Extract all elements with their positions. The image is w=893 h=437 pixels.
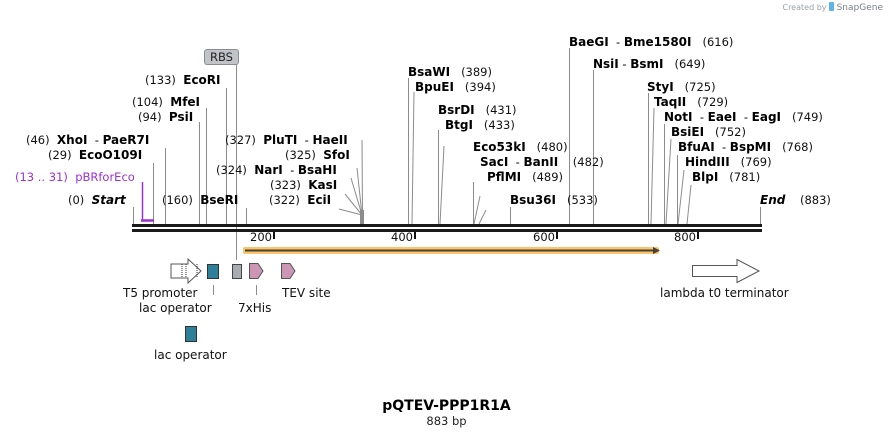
snapgene-logo-icon [829,2,835,11]
snapgene-credit: Created by SnapGene [782,2,883,13]
feature-lac-operator-2[interactable]: lac operator [154,348,227,362]
site-bsiei[interactable]: BsiEI (752) [671,125,746,139]
site-taqii[interactable]: TaqII (729) [654,95,729,109]
terminator-arrow [692,258,761,284]
site-xhoi[interactable]: (46) XhoI - PaeR7I [26,133,150,147]
site-btgi[interactable]: BtgI (433) [445,118,515,132]
feature-t5-promoter[interactable]: T5 promoter [123,286,198,300]
site-blpi[interactable]: BlpI (781) [692,170,761,184]
site-psii[interactable]: (94) PsiI [138,110,194,124]
credit-prefix: Created by [782,3,827,12]
site-ecii[interactable]: (322) EciI [269,193,332,207]
feature-7xhis[interactable]: 7xHis [238,301,272,315]
site-sfoi[interactable]: (325) SfoI [285,148,350,162]
site-pluti[interactable]: (327) PluTI - HaeII [225,133,348,147]
site-bseri[interactable]: (160) BseRI [162,193,239,207]
site-start: (0) Start [68,193,126,207]
tick-600: 600 [533,230,555,244]
feature-tev-site[interactable]: TEV site [282,286,331,300]
plasmid-name: pQTEV-PPP1R1A [382,398,511,414]
site-mfei[interactable]: (104) MfeI [132,95,201,109]
site-bsawi[interactable]: BsaWI (389) [408,65,492,79]
site-lines-right [408,48,761,225]
site-styi[interactable]: StyI (725) [647,80,716,94]
site-pflmi[interactable]: PflMI (489) [487,170,564,184]
feature-lac-operator[interactable]: lac operator [139,301,212,315]
site-bsrdi[interactable]: BsrDI (431) [438,103,517,117]
site-bfuai[interactable]: BfuAI - BspMI (768) [678,140,813,154]
site-ecori[interactable]: (133) EcoRI [145,73,221,87]
rbs-label[interactable]: RBS [204,49,239,65]
tick-800: 800 [674,230,696,244]
site-saci[interactable]: SacI - BanII (482) [480,155,604,169]
tick-200: 200 [250,230,272,244]
site-baegi[interactable]: BaeGI - Bme1580I (616) [569,35,734,49]
site-kasi[interactable]: (323) KasI [270,178,338,192]
site-nsii[interactable]: NsiI - BsmI (649) [593,57,706,71]
site-end: End (883) [760,193,831,207]
site-bsu36i[interactable]: Bsu36I (533) [510,193,598,207]
site-bpuei[interactable]: BpuEI (394) [415,80,496,94]
site-ecoo109i[interactable]: (29) EcoO109I [48,148,143,162]
site-nari[interactable]: (324) NarI - BsaHI [216,163,337,177]
site-eco53ki[interactable]: Eco53kI (480) [473,140,568,154]
feature-lambda-t0-terminator[interactable]: lambda t0 terminator [660,286,789,300]
backbone-top [132,224,762,227]
backbone-bottom [132,229,762,232]
site-lines-left [133,62,363,260]
tick-400: 400 [391,230,413,244]
site-hindiii[interactable]: HindIII (769) [685,155,772,169]
primer-pbrforeco[interactable]: (13 .. 31) pBRforEco [15,170,135,184]
plasmid-length: 883 bp [426,414,467,428]
credit-brand: SnapGene [836,3,883,13]
site-noti[interactable]: NotI - EaeI - EagI (749) [664,110,823,124]
